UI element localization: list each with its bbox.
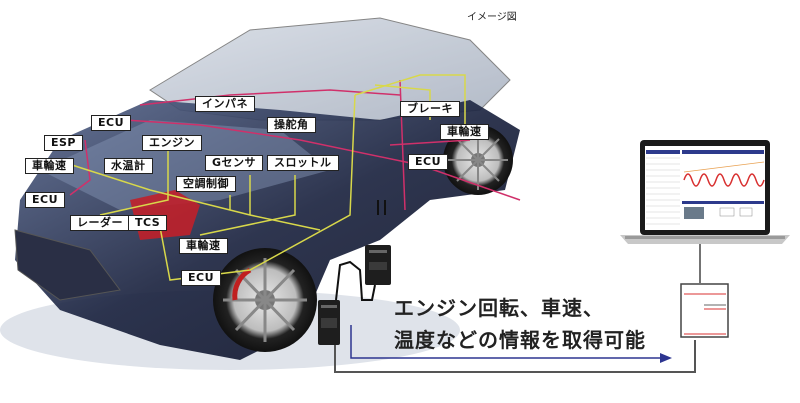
label-wheel-speed-rear: 車輪速 [440, 124, 489, 140]
message-line-1: エンジン回転、車速、 [394, 296, 604, 320]
message-line-2: 温度などの情報を取得可能 [394, 328, 646, 352]
image-note: イメージ図 [467, 12, 517, 23]
car-hood [40, 120, 330, 210]
data-acquisition-message: エンジン回転、車速、 温度などの情報を取得可能 [394, 292, 646, 356]
gray-connection-line [334, 340, 696, 373]
blue-arrow-line [350, 325, 660, 359]
label-tcs: TCS [128, 215, 168, 231]
label-ecu-top: ECU [91, 115, 132, 131]
label-water-temp: 水温計 [104, 158, 153, 174]
laptop-chart-wave [683, 173, 765, 187]
label-ecu-left: ECU [25, 192, 66, 208]
label-ecu-bottom: ECU [181, 270, 222, 286]
label-throttle: スロットル [267, 155, 339, 171]
label-ecu-rear: ECU [408, 154, 449, 170]
label-brake: ブレーキ [400, 101, 460, 117]
label-air-conditioning: 空調制御 [176, 176, 236, 192]
label-radar: レーダー [70, 215, 130, 231]
label-wheel-speed-front: 車輪速 [179, 238, 228, 254]
interface-box [680, 283, 729, 338]
label-esp: ESP [44, 135, 83, 151]
wheel-front [213, 248, 317, 352]
wheel-rear [443, 125, 513, 195]
car-grille [14, 229, 121, 301]
label-engine: エンジン [142, 135, 202, 151]
label-steering-angle: 操舵角 [267, 117, 316, 133]
logger-cable [335, 200, 386, 301]
label-g-sensor: Gセンサ [205, 155, 264, 171]
label-instrument-panel: インパネ [195, 96, 255, 112]
label-wheel-speed-front-left: 車輪速 [25, 158, 74, 174]
blue-arrow-head [660, 353, 672, 363]
laptop [620, 140, 790, 244]
